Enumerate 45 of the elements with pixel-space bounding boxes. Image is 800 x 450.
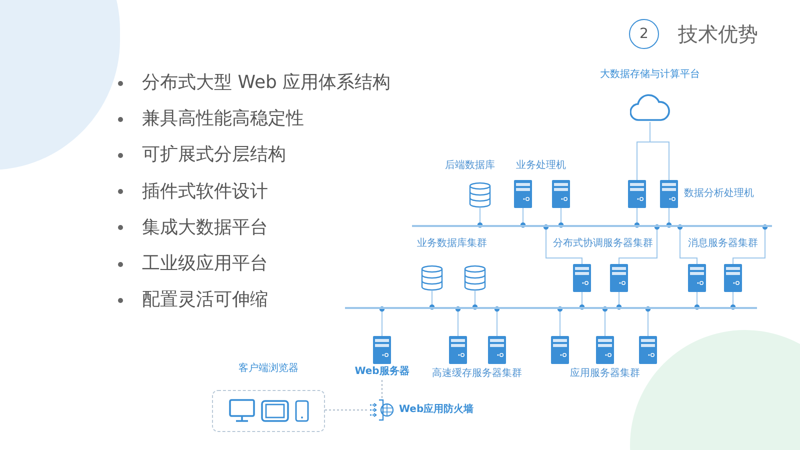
node-caption: Web服务器 (354, 367, 410, 377)
connector-line (677, 224, 698, 264)
connector-line (634, 208, 640, 228)
connector-line (494, 306, 500, 336)
bullet-text: 插件式软件设计 (142, 180, 268, 204)
connector-line (602, 306, 608, 336)
connector-line (730, 292, 736, 310)
bullet-text: 工业级应用平台 (142, 252, 268, 276)
connector-line (732, 224, 768, 264)
connector-line (477, 208, 483, 228)
network-bus-line (412, 225, 772, 227)
connector-line (543, 224, 582, 264)
connector-line (579, 292, 585, 310)
bullet-text: 分布式大型 Web 应用体系结构 (142, 71, 391, 95)
group-label: 业务数据库集群 (417, 238, 487, 250)
connector-line (618, 224, 660, 264)
connector-line (666, 208, 672, 228)
bullet-text: 可扩展式分层结构 (142, 143, 286, 168)
connector-line (558, 208, 564, 228)
connector-line (616, 292, 622, 310)
group-label: 高速缓存服务器集群 (432, 368, 522, 380)
connector-line (472, 290, 478, 310)
firewall-label: Web应用防火墙 (399, 405, 474, 415)
group-label: 后端数据库 (445, 160, 495, 172)
connector-line (650, 122, 670, 180)
connector-line (520, 208, 526, 228)
page-title: 技术优势 (678, 21, 758, 48)
connector-line (694, 292, 700, 310)
bullet-text: 配置灵活可伸缩 (142, 288, 268, 312)
bullet-text: 集成大数据平台 (142, 216, 268, 240)
group-label: 消息服务器集群 (688, 238, 758, 250)
platform-label: 大数据存储与计算平台 (600, 70, 700, 80)
group-label: 数据分析处理机 (684, 188, 754, 200)
group-label: 业务处理机 (516, 160, 566, 172)
network-bus-line (345, 307, 757, 309)
connector-line (645, 306, 651, 336)
group-label: 分布式协调服务器集群 (553, 238, 653, 250)
connector-line (455, 306, 461, 336)
group-heading: 客户端浏览器 (238, 364, 298, 374)
connector-line (557, 306, 563, 336)
group-label: 应用服务器集群 (570, 368, 640, 380)
connector-line (379, 306, 385, 336)
connector-line (429, 290, 435, 310)
number-badge: 2 (629, 19, 659, 49)
bullet-text: 兼具高性能高稳定性 (142, 107, 304, 132)
